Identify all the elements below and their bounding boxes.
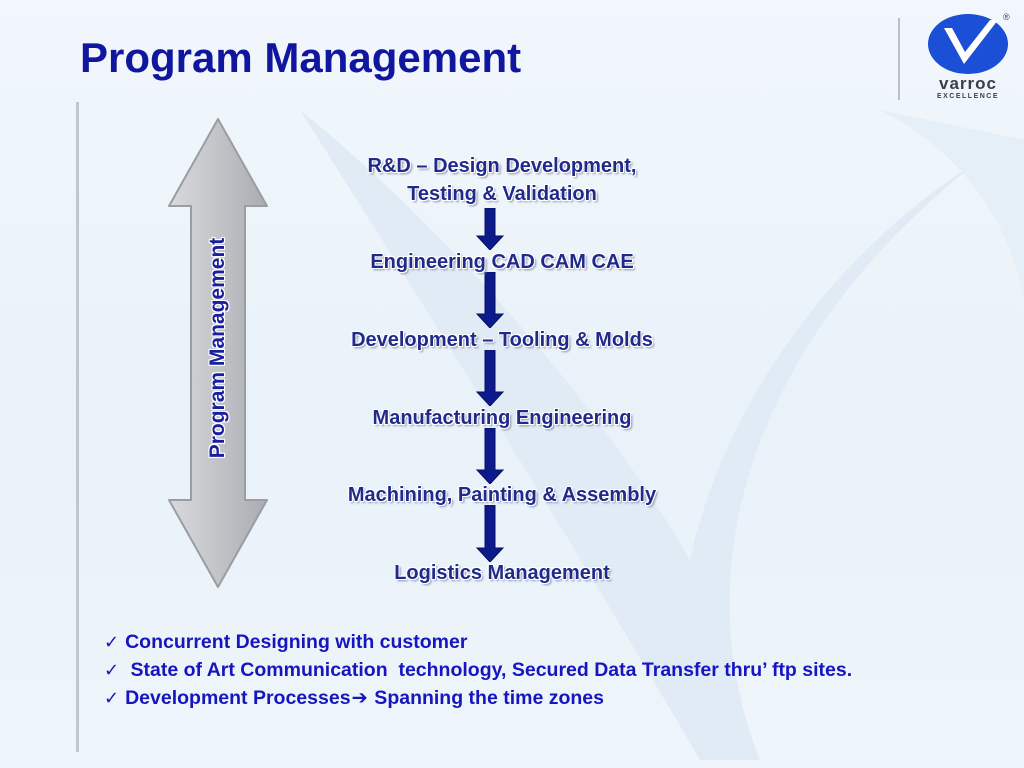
check-icon: ✓ xyxy=(104,659,120,681)
process-step: Engineering CAD CAM CAE xyxy=(370,248,633,276)
check-icon: ✓ xyxy=(104,688,120,709)
bullet-item: ✓ Concurrent Designing with customer xyxy=(104,629,852,657)
flow-arrow-icon xyxy=(476,208,504,250)
varroc-logo-icon xyxy=(928,14,1008,74)
flow-arrow-icon xyxy=(476,272,504,328)
check-icon: ✓ xyxy=(104,632,120,653)
flow-arrow-icon xyxy=(476,350,504,406)
process-step: Machining, Painting & Assembly xyxy=(348,481,656,509)
process-step: Development – Tooling & Molds xyxy=(351,326,653,354)
side-arrow-label: Program Management xyxy=(206,237,229,459)
flow-arrow-icon xyxy=(476,428,504,484)
bullet-text: Development Processes xyxy=(125,687,351,709)
process-step-line: Manufacturing Engineering xyxy=(372,407,632,429)
bullet-text: Concurrent Designing with customer xyxy=(125,631,468,653)
process-step-line: Machining, Painting & Assembly xyxy=(347,484,657,506)
logo-wordmark: varroc xyxy=(939,74,997,93)
process-step-line: Logistics Management xyxy=(394,562,610,584)
process-step-line: R&D – Design Development, xyxy=(367,155,637,177)
process-step-line: Engineering CAD CAM CAE xyxy=(370,251,634,273)
bullet-list: ✓ Concurrent Designing with customer ✓ S… xyxy=(104,629,852,713)
bullet-item: ✓ State of Art Communication technology,… xyxy=(104,657,852,685)
process-step-line: Development – Tooling & Molds xyxy=(351,329,653,351)
logo-divider xyxy=(898,18,900,100)
right-arrow-icon: ➔ xyxy=(351,686,368,709)
bullet-item: ✓ Development Processes ➔ Spanning the t… xyxy=(104,684,852,713)
process-step: Manufacturing Engineering xyxy=(373,404,632,432)
process-step: R&D – Design Development, Testing & Valid… xyxy=(368,152,637,208)
bullet-text: State of Art Communication technology, S… xyxy=(125,658,853,681)
logo-tagline: EXCELLENCE xyxy=(936,93,1000,100)
process-step-line: Testing & Validation xyxy=(407,183,597,205)
bullet-text: Spanning the time zones xyxy=(368,687,604,709)
flow-arrow-icon xyxy=(476,505,504,562)
double-arrow-icon xyxy=(168,118,268,588)
page-title: Program Management xyxy=(80,34,522,81)
left-divider xyxy=(76,102,79,752)
process-step: Logistics Management xyxy=(394,559,610,587)
registered-mark: ® xyxy=(1003,12,1010,22)
